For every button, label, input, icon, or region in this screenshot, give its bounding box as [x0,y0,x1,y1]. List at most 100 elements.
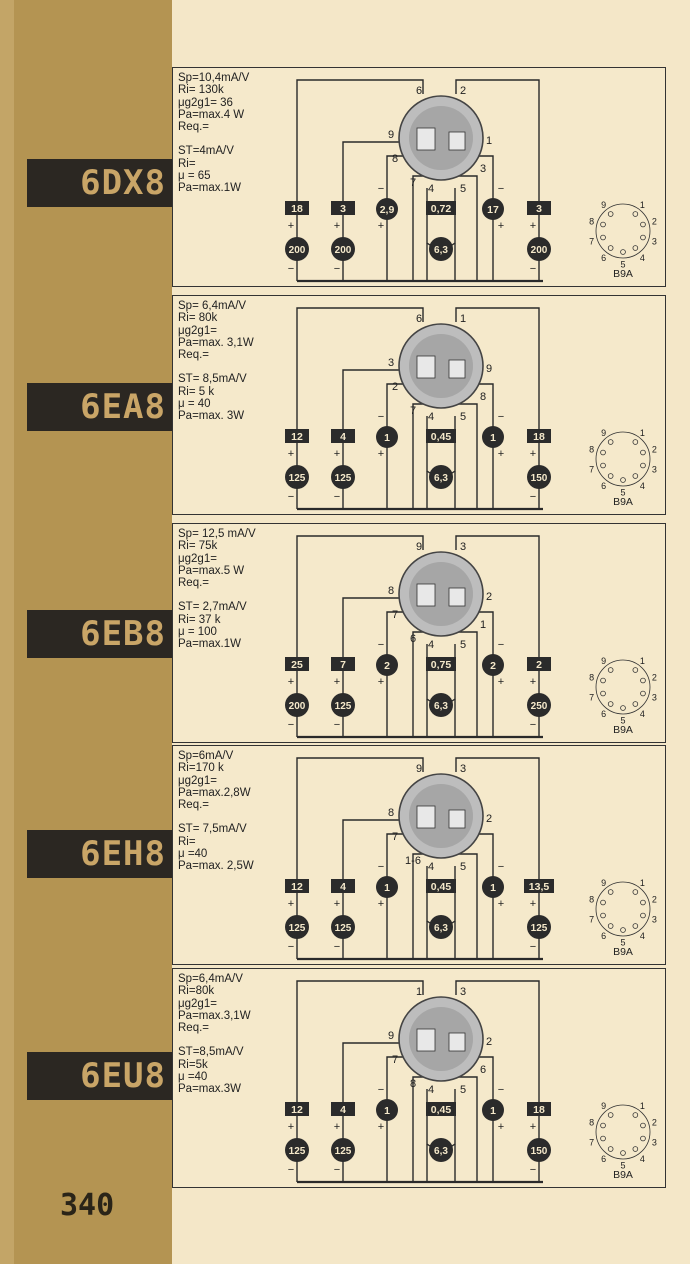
voltage-box [285,1102,309,1116]
socket-pin-hole [607,1112,614,1118]
socket-pin-hole [632,667,639,673]
wire-grid [386,833,405,959]
supply-circle-value: 125 [289,473,306,484]
socket-pin-hole [640,449,646,456]
socket-pin-number: 9 [601,878,606,888]
socket-pin-number: 9 [601,656,606,666]
socket-pin-hole [607,667,614,673]
voltage-box-value: 3 [536,203,542,215]
socket-pin-number: 6 [601,253,606,263]
wire-grid [386,155,405,281]
socket-pin-hole [640,677,646,684]
voltage-box-value: 4 [340,1104,346,1116]
pentode-electrodes [416,127,436,151]
socket-pin-number: 6 [601,931,606,941]
supply-circle-value: 125 [289,1146,306,1157]
tube-shading [409,562,473,626]
pin-number-label: 8 [410,1078,416,1090]
voltage-box [527,657,551,671]
wire-cathode-left [412,631,427,737]
socket-base-label: B9A [613,496,633,508]
bias-circle-value: 1 [384,882,390,894]
pin-number-label: 8 [388,585,394,597]
wire-right-grid [477,611,494,737]
supply-circle-value: 150 [531,473,548,484]
wire-screen [342,1042,399,1182]
supply-circle [429,237,453,261]
wire-left-outer [296,535,424,737]
parameter-line: μg2g1= [178,552,217,565]
tube-label-6eu8: 6EU8 [27,1052,172,1100]
tube-shading [409,106,473,170]
pin-number-label: 7 [410,177,416,189]
tube-label-6eh8: 6EH8 [27,830,172,878]
socket-pin-hole [640,899,646,906]
plus-sign: + [530,220,536,232]
pin-number-label: 8 [480,391,486,403]
socket-pin-hole [620,477,626,483]
pin-number-label: 1 [460,313,466,325]
bias-circle [376,1099,398,1121]
voltage-box [331,429,355,443]
voltage-box-value: 18 [533,431,545,443]
socket-pin-number: 5 [620,938,625,948]
wire-grid [386,383,405,509]
pin-number-label: 8 [392,153,398,165]
socket-pin-hole [640,221,646,228]
plus-sign: + [498,448,504,460]
tube-envelope [398,323,484,409]
socket-pin-hole [620,927,626,933]
strip-edge [0,0,14,1264]
wire-cathode-right [455,403,478,509]
socket-pin-hole [600,462,606,469]
parameter-line: Req.= [178,121,210,134]
minus-sign: − [498,411,504,423]
page-number: 340 [60,1188,115,1223]
supply-circle [331,237,355,261]
minus-sign: − [334,491,340,503]
minus-sign: − [334,719,340,731]
wire-cathode-right [455,175,478,281]
parameter-line: Ri= [178,157,196,170]
minus-sign: − [498,1084,504,1096]
socket-pin-number: 1 [640,878,645,888]
triode-electrodes [448,587,466,607]
voltage-box-value: 0,75 [431,659,452,671]
socket-pin-hole [620,1150,626,1156]
voltage-box [331,201,355,215]
socket-pin-number: 7 [589,915,594,925]
voltage-box-value: 12 [291,431,303,443]
pin-number-label: 6 [480,1064,486,1076]
bias-circle [482,654,504,676]
plus-sign: + [378,220,384,232]
socket-pin-number: 3 [652,693,657,703]
supply-circle [285,915,309,939]
socket-pin-number: 5 [620,260,625,270]
plus-sign: + [530,898,536,910]
plus-sign: + [378,1121,384,1133]
supply-circle [527,1138,551,1162]
minus-sign: − [288,1164,294,1176]
plus-sign: + [288,898,294,910]
bias-circle-value: 1 [384,432,390,444]
supply-circle-value: 200 [289,245,306,256]
supply-circle-value: 200 [335,245,352,256]
parameter-line: Pa=max.4 W [178,108,245,121]
wire-screen [342,597,399,737]
voltage-box-value: 0,45 [431,431,452,443]
pin-number-label: 3 [460,986,466,998]
wire-cathode-left [412,175,427,281]
parameter-line: Ri= [178,835,196,848]
socket-pin-number: 6 [601,481,606,491]
wire-right-outer [455,757,540,959]
pin-number-label: 9 [388,129,394,141]
supply-circle [331,693,355,717]
pin-number-label: 2 [392,381,398,393]
socket-pin-hole [600,690,606,697]
socket-pin-hole [632,1112,639,1118]
socket-pin-hole [607,701,614,707]
wire-cathode-left [412,853,427,959]
